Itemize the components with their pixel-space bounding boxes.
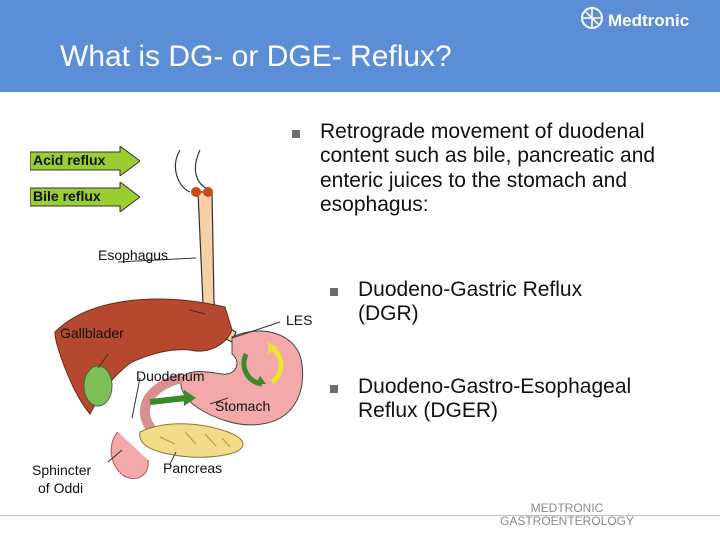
- brand-logo: Medtronic: [580, 6, 689, 35]
- medtronic-logo-icon: [580, 6, 604, 35]
- slide-title: What is DG- or DGE- Reflux?: [60, 40, 452, 73]
- label-pancreas: Pancreas: [163, 460, 223, 476]
- bullet-definition: Retrograde movement of duodenal content …: [292, 120, 702, 217]
- bile-reflux-arrow-icon: [30, 182, 140, 212]
- footer-brand: MEDTRONIC GASTROENTEROLOGY: [500, 502, 634, 527]
- bullet-square-icon: [292, 130, 300, 138]
- label-duodenum: Duodenum: [136, 368, 205, 384]
- bullet-dger-text: Duodeno-Gastro-Esophageal Reflux (DGER): [358, 375, 632, 423]
- footer-line1: MEDTRONIC: [530, 501, 604, 515]
- title-bar: [0, 0, 720, 92]
- label-les: LES: [286, 312, 313, 328]
- acid-reflux-arrow-icon: [30, 146, 140, 176]
- acid-reflux-label: Acid reflux: [33, 152, 106, 168]
- gi-anatomy-illustration: [54, 149, 304, 480]
- bullet-square-icon: [330, 385, 338, 393]
- label-sphincter: Sphincter: [32, 462, 92, 478]
- bullet-definition-text: Retrograde movement of duodenal content …: [320, 120, 656, 217]
- pancreas-shape: [139, 423, 244, 458]
- stomach-shape: [180, 330, 304, 426]
- bullet-square-icon: [330, 288, 338, 296]
- footer-line2: GASTROENTEROLOGY: [500, 513, 635, 528]
- label-stomach: Stomach: [215, 398, 271, 414]
- footer-divider: [0, 515, 720, 516]
- bullet-dgr-text: Duodeno-Gastric Reflux (DGR): [358, 278, 583, 326]
- bullet-dger: Duodeno-Gastro-Esophageal Reflux (DGER): [330, 375, 690, 424]
- bile-reflux-label: Bile reflux: [33, 188, 101, 204]
- gallbladder-shape: [83, 365, 113, 407]
- label-of-oddi: of Oddi: [38, 480, 84, 496]
- brand-name: Medtronic: [608, 10, 690, 30]
- label-gallbladder: Gallblader: [60, 325, 124, 341]
- label-esophagus: Esophagus: [98, 247, 169, 263]
- bullet-dgr: Duodeno-Gastric Reflux (DGR): [330, 278, 630, 327]
